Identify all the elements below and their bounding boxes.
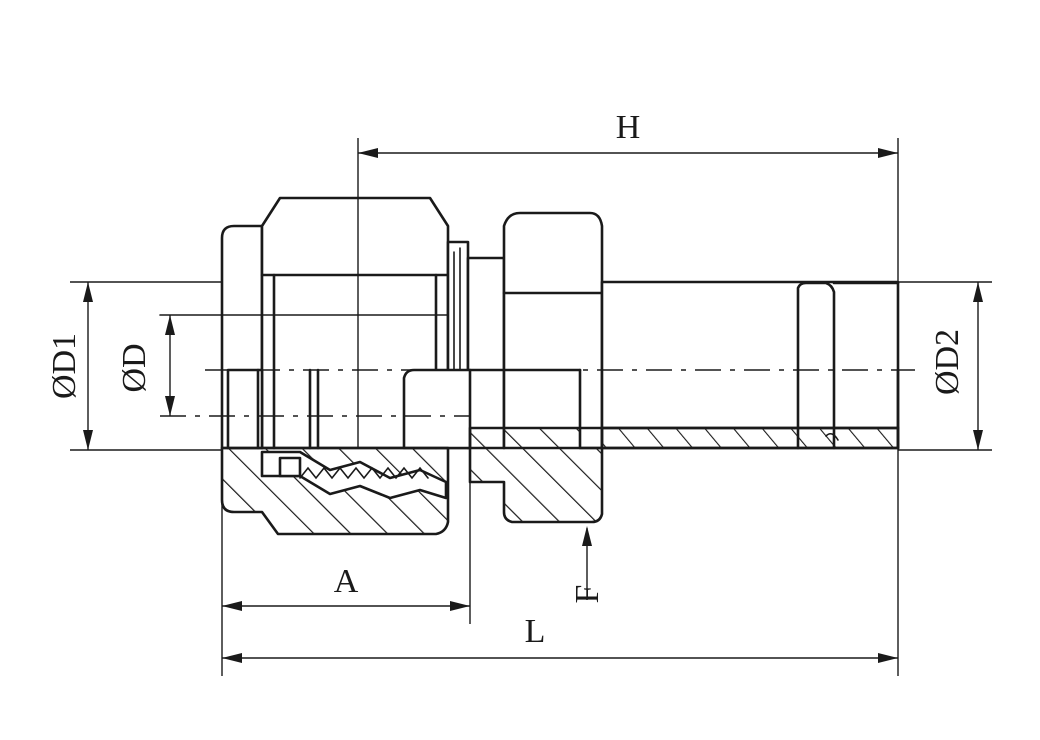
dimension-l: L: [222, 613, 898, 663]
label-a: A: [334, 563, 359, 600]
section-view: [220, 426, 900, 536]
dimension-d1: ØD1: [46, 282, 93, 450]
dimension-a: A: [222, 563, 470, 611]
dimension-d2: ØD2: [929, 282, 983, 450]
dimension-d: ØD: [116, 315, 175, 416]
label-h: H: [616, 109, 641, 146]
label-f: F: [569, 585, 606, 604]
label-d2: ØD2: [929, 329, 966, 395]
union-body-upper: [220, 196, 900, 450]
dimension-h: H: [358, 109, 898, 158]
label-d1: ØD1: [46, 333, 83, 399]
label-l: L: [525, 613, 546, 650]
dimension-f: F: [569, 526, 606, 603]
label-d: ØD: [116, 343, 153, 392]
